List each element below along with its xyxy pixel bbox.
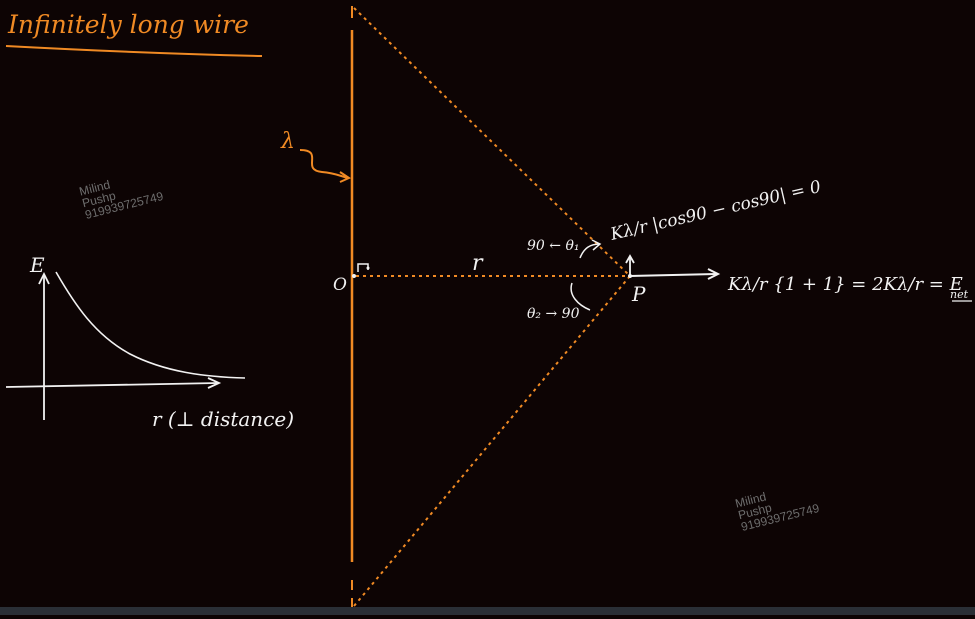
theta2-label: θ₂ → 90 [527, 306, 580, 322]
title-underline [5, 45, 263, 57]
lambda-arrowhead [339, 171, 352, 183]
origin-label: O [333, 275, 347, 295]
graph-y-arrowhead [38, 271, 50, 285]
net-field-arrowhead [707, 268, 721, 280]
right-angle-dot [366, 266, 370, 270]
upper-dotted-line [353, 7, 631, 277]
graph-x-axis [5, 382, 219, 388]
lambda-arrow [299, 149, 349, 179]
point-label: P [631, 282, 646, 306]
origin-dot [352, 274, 356, 278]
graph-x-arrowhead [207, 377, 222, 389]
theta1-arrowhead [591, 239, 602, 251]
perpendicular-equation: Kλ/r |cos90 − cos90| = 0 [608, 177, 823, 245]
distance-label: r [472, 251, 484, 276]
lower-dotted-line [353, 275, 631, 607]
parallel-equation-subscript: net [950, 288, 969, 301]
theta1-arrow [579, 243, 601, 259]
bottom-scroll-bar[interactable] [0, 607, 975, 615]
perpendicular-field-arrowhead [625, 254, 635, 264]
graph-y-label: E [29, 253, 45, 277]
net-field-arrow [629, 273, 717, 277]
graph-hyperbola-curve [55, 271, 246, 379]
theta1-label: 90 ← θ₁ [527, 238, 580, 254]
lambda-label: λ [280, 129, 295, 154]
parallel-equation: Kλ/r {1 + 1} = 2Kλ/r = E [727, 274, 963, 295]
title-text: Infinitely long wire [7, 10, 249, 39]
theta2-arc [570, 282, 591, 311]
graph-x-label: r (⊥ distance) [152, 407, 294, 431]
